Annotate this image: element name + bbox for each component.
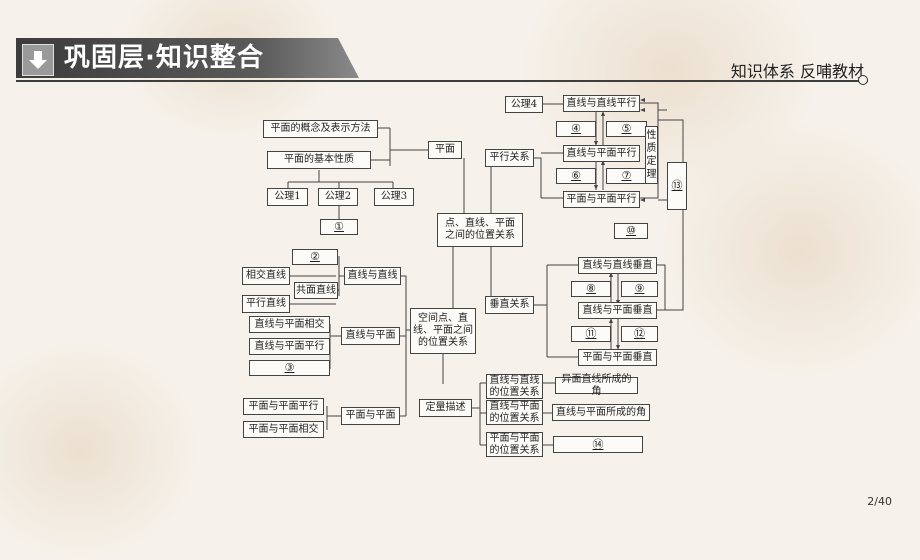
axiom1-node: 公理1 bbox=[267, 188, 308, 206]
bullet-dot-icon bbox=[858, 75, 868, 85]
section-subtitle: 知识体系 反哺教材 bbox=[730, 62, 864, 81]
axiom4-node: 公理4 bbox=[505, 96, 543, 113]
coplanar-lines-node: 共面直线 bbox=[294, 282, 338, 299]
line-line-parallel-node: 直线与直线平行 bbox=[563, 95, 640, 112]
blank-7-node: ⑦ bbox=[606, 168, 647, 184]
blank-8-node: ⑧ bbox=[571, 281, 611, 297]
line-line-perp-node: 直线与直线垂直 bbox=[578, 257, 657, 274]
connector-lines bbox=[287, 98, 684, 446]
down-arrow-icon bbox=[22, 44, 54, 76]
line-plane-left-node: 直线与平面 bbox=[341, 327, 400, 345]
skew-lines-angle-node: 异面直线所成的角 bbox=[555, 374, 638, 397]
section-title: 巩固层·知识整合 bbox=[64, 43, 264, 73]
blank-14-node: ⑭ bbox=[553, 436, 643, 453]
quantitative-node: 定量描述 bbox=[419, 399, 472, 417]
line-plane-perp-node: 直线与平面垂直 bbox=[578, 302, 657, 319]
blank-1-node: ① bbox=[320, 219, 358, 235]
line-line-node: 直线与直线 bbox=[344, 267, 401, 285]
parallel-relation-node: 平行关系 bbox=[485, 149, 534, 167]
line-plane-parallel-left-node: 直线与平面平行 bbox=[249, 338, 330, 355]
plane-plane-parallel-node: 平面与平面平行 bbox=[563, 191, 640, 208]
plane-plane-left-node: 平面与平面 bbox=[341, 407, 400, 425]
line-plane-parallel-node: 直线与平面平行 bbox=[563, 145, 640, 162]
line-plane-angle-node: 直线与平面所成的角 bbox=[552, 404, 650, 421]
plane-plane-parallel-left-node: 平面与平面平行 bbox=[243, 398, 324, 415]
blank-4-node: ④ bbox=[556, 121, 596, 137]
plane-basic-property-node: 平面的基本性质 bbox=[267, 151, 371, 169]
line-plane-position-node: 直线与平面 的位置关系 bbox=[486, 400, 543, 425]
plane-plane-intersect-node: 平面与平面相交 bbox=[243, 421, 324, 438]
blank-2-node: ② bbox=[292, 249, 338, 265]
background-decoration bbox=[660, 120, 920, 380]
page-number: 2/40 bbox=[867, 495, 892, 508]
plane-concept-node: 平面的概念及表示方法 bbox=[263, 120, 378, 138]
blank-9-node: ⑨ bbox=[621, 281, 658, 297]
point-line-plane-node: 点、直线、平面 之间的位置关系 bbox=[437, 213, 523, 247]
knowledge-diagram: 平面的概念及表示方法 平面的基本性质 平面 公理1 公理2 公理3 ① ② 相交… bbox=[242, 95, 687, 457]
blank-12-node: ⑫ bbox=[621, 326, 658, 342]
plane-plane-perp-node: 平面与平面垂直 bbox=[578, 349, 657, 366]
spatial-relation-node: 空间点、直 线、平面之间 的位置关系 bbox=[410, 308, 476, 354]
blank-6-node: ⑥ bbox=[556, 168, 596, 184]
plane-node: 平面 bbox=[428, 141, 462, 159]
blank-11-node: ⑪ bbox=[571, 326, 611, 342]
blank-5-node: ⑤ bbox=[606, 121, 647, 137]
parallel-lines-node: 平行直线 bbox=[242, 295, 290, 313]
intersecting-lines-node: 相交直线 bbox=[242, 267, 290, 285]
line-line-position-node: 直线与直线 的位置关系 bbox=[486, 374, 543, 399]
property-theorem-node: 性 质 定 理 bbox=[645, 126, 658, 184]
blank-13-node: ⑬ bbox=[667, 162, 687, 210]
axiom2-node: 公理2 bbox=[318, 188, 358, 206]
plane-plane-position-node: 平面与平面 的位置关系 bbox=[486, 432, 543, 457]
blank-10-node: ⑩ bbox=[614, 223, 648, 239]
axiom3-node: 公理3 bbox=[374, 188, 414, 206]
header-divider bbox=[16, 80, 868, 82]
header-bar bbox=[16, 38, 359, 78]
line-plane-intersect-node: 直线与平面相交 bbox=[249, 316, 330, 333]
perpendicular-relation-node: 垂直关系 bbox=[485, 296, 534, 314]
blank-3-node: ③ bbox=[249, 360, 330, 376]
